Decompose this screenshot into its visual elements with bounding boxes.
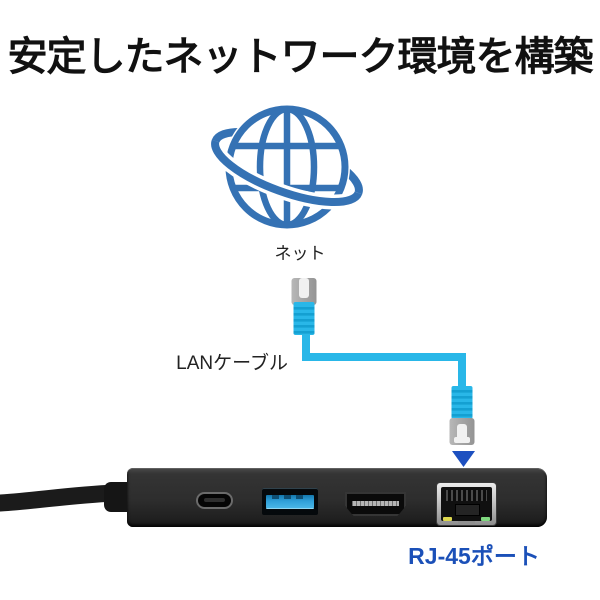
- lan-cable-line: [302, 332, 466, 388]
- down-arrow-icon: [452, 451, 475, 467]
- usb-a-port: [262, 488, 318, 515]
- orbit-ring-front: [207, 138, 366, 210]
- attached-cable-icon: [0, 484, 124, 512]
- lan-cable-label: LANケーブル: [176, 353, 288, 374]
- globe-grid: [229, 109, 345, 225]
- rj45-led-yellow: [443, 517, 452, 521]
- network-label: ネット: [274, 244, 326, 263]
- rj45-port: [437, 483, 496, 525]
- usb-a-contacts: [272, 495, 308, 499]
- hdmi-pins: [352, 501, 399, 506]
- usb-c-tongue: [204, 498, 225, 502]
- lan-connector-bottom-icon: [449, 386, 475, 445]
- rj45-pins: [446, 490, 487, 501]
- rj45-led-green: [481, 517, 490, 521]
- rj45-notch: [458, 521, 475, 525]
- globe-network-icon: [207, 104, 366, 230]
- rj45-cavity: [441, 487, 492, 525]
- usb-a-tongue: [266, 495, 314, 508]
- rj45-port-label: RJ-45ポート: [408, 543, 540, 569]
- headline: 安定したネットワーク環境を構築: [7, 35, 594, 79]
- lan-connector-top-icon: [291, 278, 317, 335]
- rj45-tab: [455, 504, 480, 516]
- device-body: [127, 468, 547, 527]
- hdmi-port: [345, 492, 406, 516]
- usb-c-port: [196, 492, 233, 509]
